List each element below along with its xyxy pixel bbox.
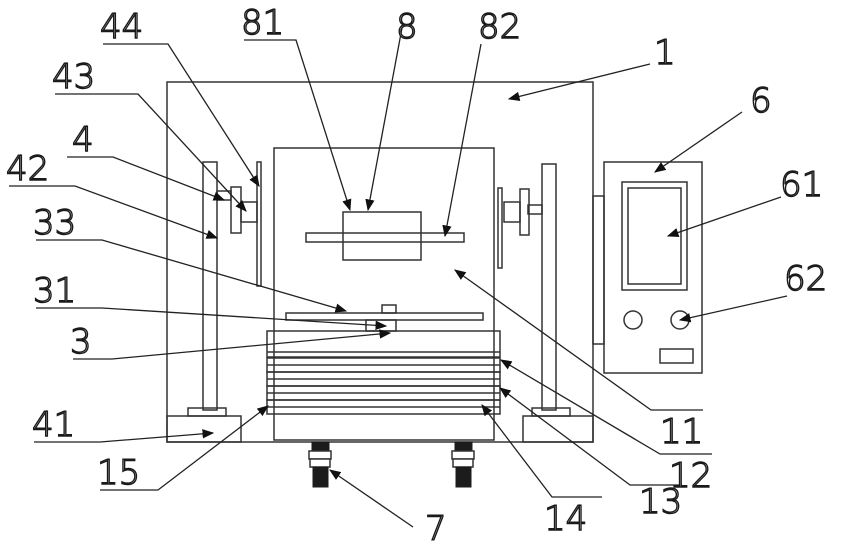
label-62: 62: [784, 259, 827, 299]
label-6: 6: [750, 81, 772, 121]
leader-62: [680, 296, 787, 320]
display-screen-inner: [628, 188, 681, 284]
stack-top: [267, 331, 500, 357]
leader-81: [244, 40, 350, 210]
label-13: 13: [639, 482, 682, 522]
press-crossbar: [306, 233, 464, 242]
main-housing: [167, 82, 593, 442]
leader-11: [455, 270, 703, 410]
press-head: [343, 212, 421, 260]
right-wheel: [452, 442, 474, 487]
label-8: 8: [396, 7, 418, 47]
leader-3: [73, 333, 390, 359]
leader-6: [655, 112, 742, 172]
control-display-small: [660, 349, 693, 363]
table-plate: [286, 313, 483, 320]
label-7: 7: [425, 509, 447, 548]
left-clamp-plate: [231, 187, 241, 233]
knob-left: [624, 311, 642, 329]
label-44: 44: [100, 7, 143, 47]
leader-61: [668, 197, 781, 236]
label-14: 14: [544, 499, 587, 539]
label-15: 15: [97, 453, 140, 493]
leader-82: [445, 44, 481, 236]
label-31: 31: [33, 271, 76, 311]
label-33: 33: [33, 203, 76, 243]
right-base-block: [523, 416, 593, 442]
label-61: 61: [780, 165, 823, 205]
leader-13: [500, 388, 682, 485]
label-82: 82: [478, 7, 521, 47]
control-box-hinge: [593, 196, 604, 344]
label-81: 81: [241, 3, 284, 43]
leader-7: [330, 470, 413, 527]
label-4: 4: [72, 120, 94, 160]
label-11: 11: [660, 412, 703, 452]
leader-44: [103, 44, 259, 186]
leader-33: [36, 240, 346, 311]
leader-4: [67, 157, 224, 200]
right-column: [542, 164, 556, 410]
right-arm: [528, 205, 542, 214]
left-side-plate: [257, 162, 261, 286]
label-1: 1: [654, 33, 676, 73]
inner-chamber: [274, 148, 494, 440]
label-41: 41: [32, 405, 75, 445]
right-side-plate: [498, 188, 502, 268]
right-clamp-shaft: [504, 202, 520, 222]
leader-8: [368, 28, 402, 210]
left-base-block: [167, 416, 241, 442]
display-screen-outer: [622, 182, 687, 290]
label-42: 42: [6, 149, 49, 189]
left-wheel: [309, 442, 331, 487]
left-clamp-shaft: [241, 202, 257, 222]
left-column: [203, 162, 217, 410]
label-3: 3: [70, 322, 92, 362]
right-column-foot: [532, 408, 570, 416]
left-column-foot: [188, 408, 226, 416]
label-43: 43: [52, 57, 95, 97]
table-stud: [382, 305, 396, 313]
